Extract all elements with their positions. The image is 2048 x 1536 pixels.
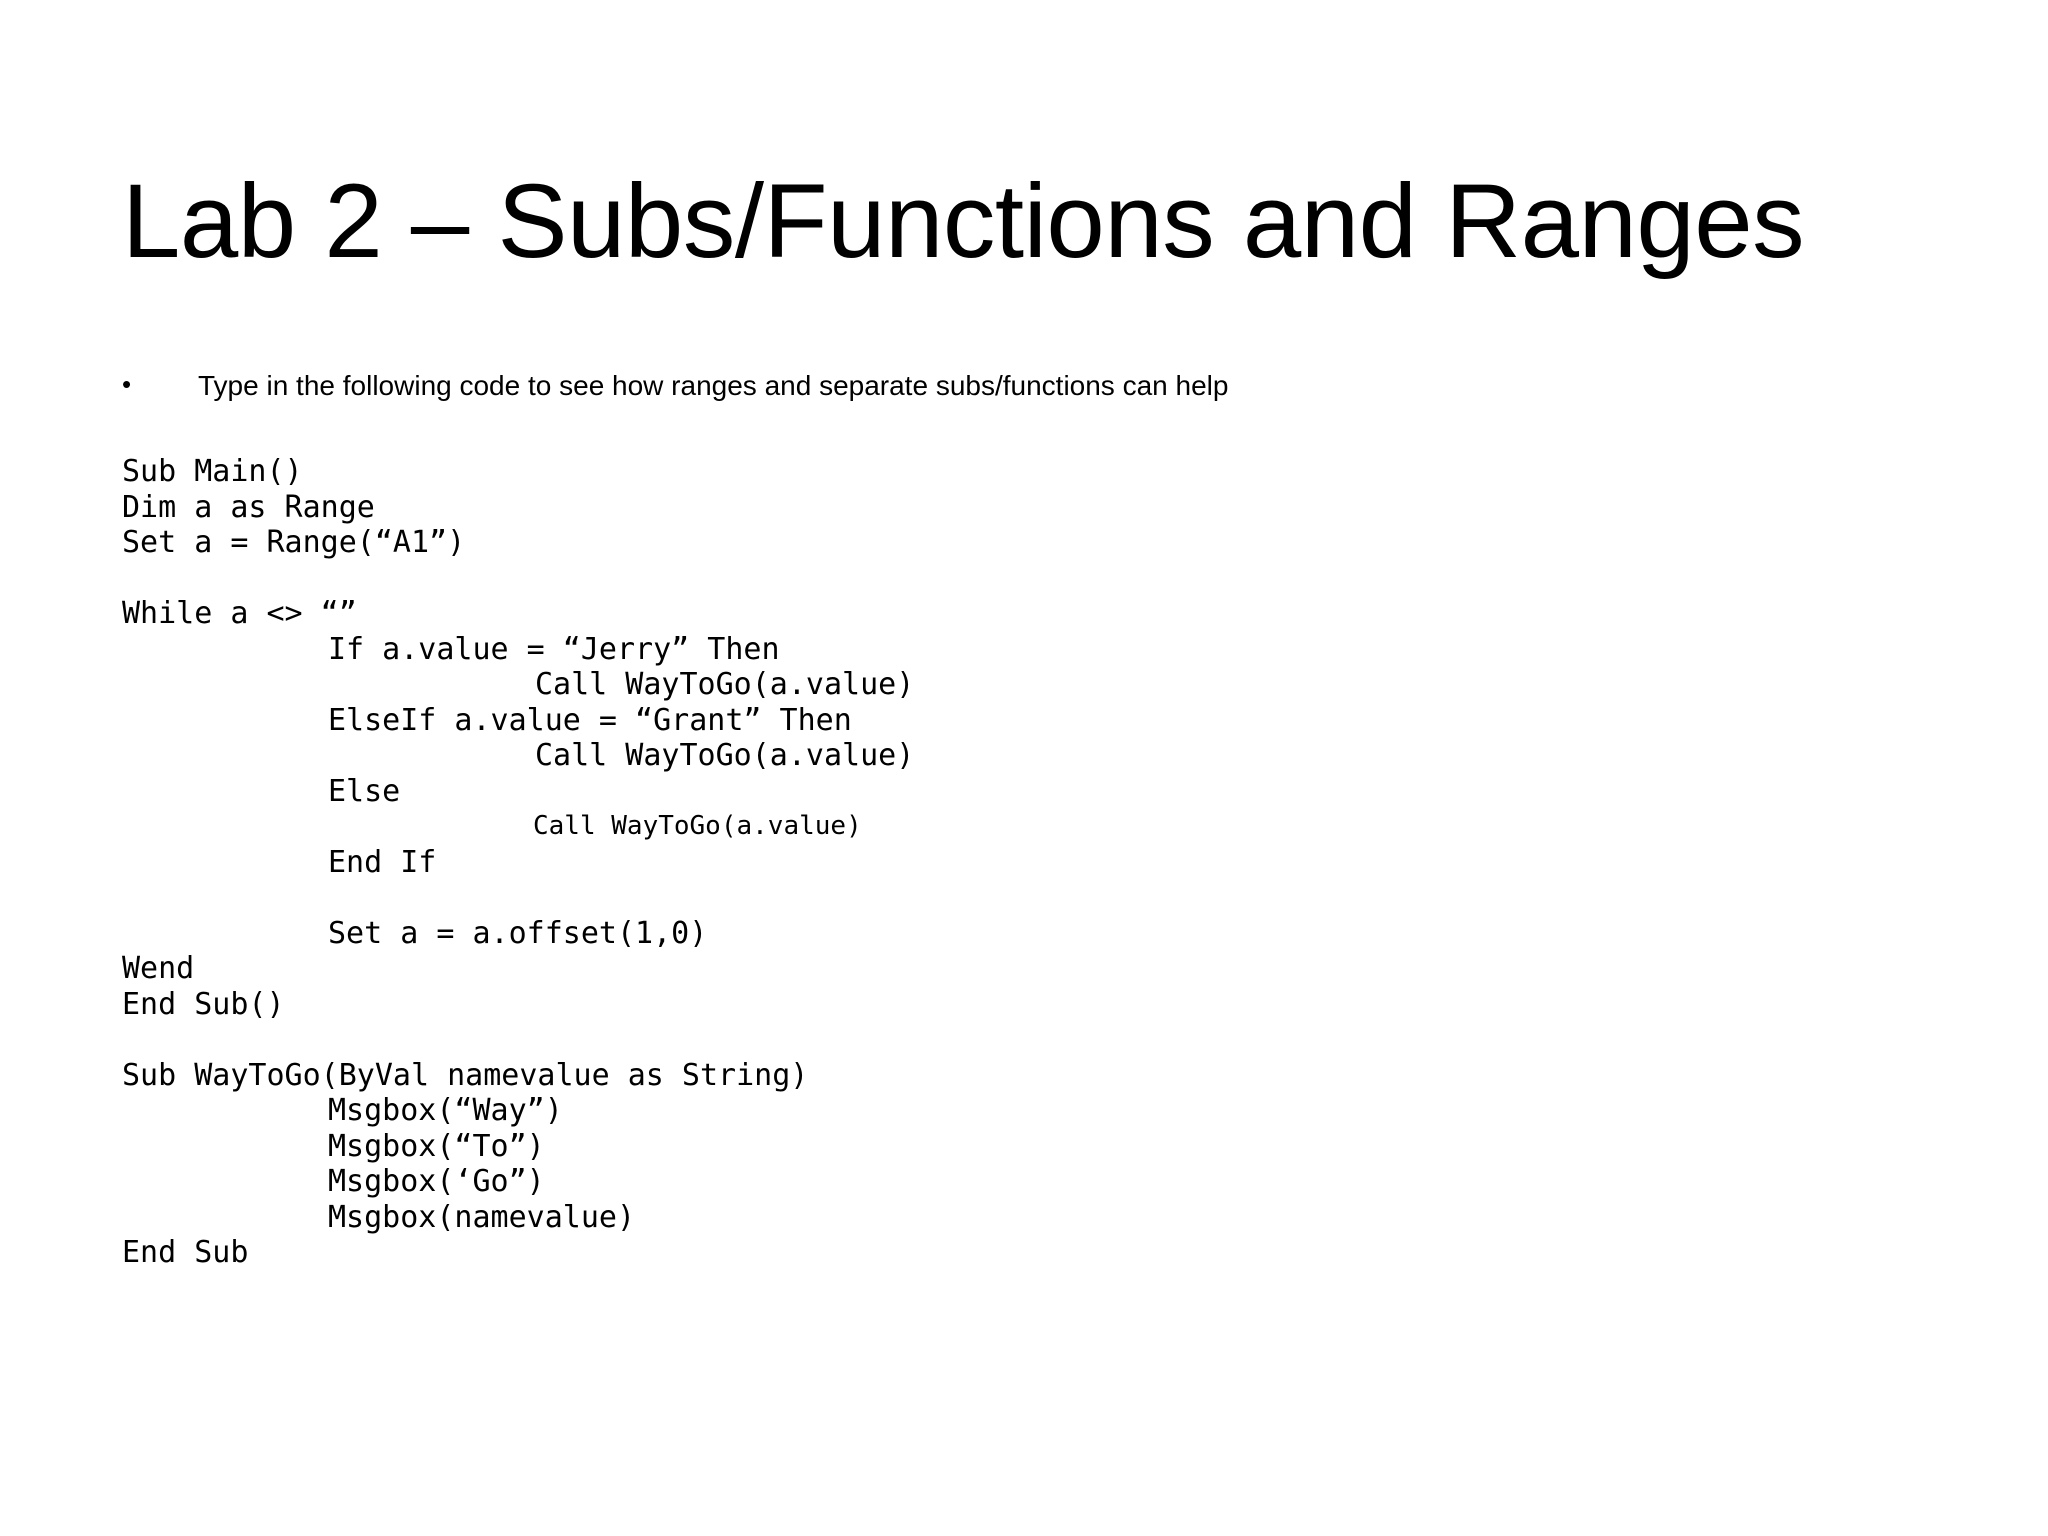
code-line: ElseIf a.value = “Grant” Then (328, 702, 852, 738)
code-line: End Sub() (122, 986, 285, 1022)
code-line: While a <> “” (122, 596, 357, 631)
code-line: Set a = a.offset(1,0) (328, 915, 708, 951)
code-line: Call WayToGo(a.value) (533, 811, 862, 841)
code-line-blank (122, 1022, 1942, 1058)
bullet-list-item: • Type in the following code to see how r… (122, 368, 1822, 404)
code-line: If a.value = “Jerry” Then (328, 631, 780, 667)
bullet-item-label: Type in the following code to see how ra… (198, 370, 1229, 401)
code-line: End Sub (122, 1235, 249, 1270)
code-line: Dim a as Range (122, 489, 375, 525)
code-line: Sub Main() (122, 454, 303, 489)
bullet-icon: • (122, 369, 132, 399)
code-line-blank (122, 880, 1942, 916)
code-line: Call WayToGo(a.value) (535, 667, 915, 702)
code-line: End If (328, 844, 437, 880)
code-line: Msgbox(namevalue) (328, 1199, 636, 1235)
code-line: Else (328, 773, 401, 809)
page-title: Lab 2 – Subs/Functions and Ranges (122, 163, 1805, 281)
code-line: Msgbox(‘Go”) (328, 1164, 545, 1199)
code-line: Set a = Range(“A1”) (122, 525, 466, 560)
code-line: Call WayToGo(a.value) (535, 738, 915, 773)
code-line: Sub WayToGo(ByVal namevalue as String) (122, 1057, 809, 1093)
code-line: Msgbox(“To”) (328, 1128, 545, 1164)
code-line-blank (122, 561, 1942, 597)
code-line: Wend (122, 951, 195, 986)
code-line: Msgbox(“Way”) (328, 1093, 563, 1128)
